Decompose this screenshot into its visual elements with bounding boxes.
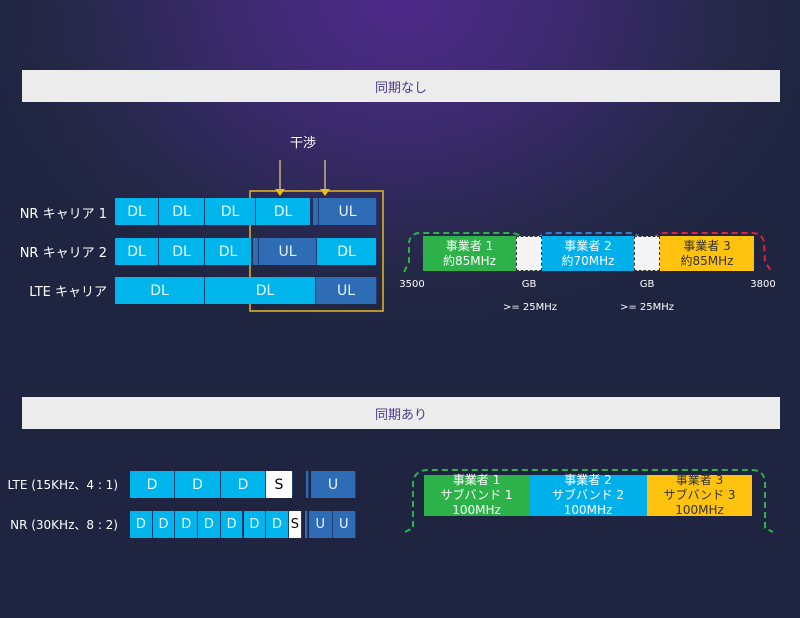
guard-band-1: [516, 236, 542, 271]
slot-ul: UL: [316, 277, 377, 304]
guard-slot: [253, 238, 259, 265]
operator-bandwidth: 約85MHz: [443, 253, 496, 268]
operator-bandwidth: 約85MHz: [680, 253, 734, 268]
slot-d: D: [175, 471, 221, 498]
subband-name: サブバンド 2: [551, 488, 625, 502]
guard-slot: [313, 198, 319, 225]
slot-dl: DL: [205, 238, 252, 265]
slot-u: U: [332, 511, 356, 538]
operator-3-block: 事業者 3 約85MHz: [660, 236, 754, 271]
operator-name: 事業者 2: [564, 473, 612, 487]
operator-name: 事業者 2: [564, 238, 612, 253]
section-header-no-sync: 同期なし: [22, 70, 780, 102]
slot-d: D: [152, 511, 176, 538]
section-header-sync: 同期あり: [22, 397, 780, 429]
slot-dl: DL: [159, 238, 205, 265]
slot-dl: DL: [115, 198, 159, 225]
gb-label-2: GB: [639, 279, 655, 290]
subband-bandwidth: 100MHz: [563, 503, 613, 517]
operator-name: 事業者 1: [452, 473, 501, 487]
operator-bandwidth: 約70MHz: [561, 253, 615, 268]
carrier-label-nr2: NR キャリア 2: [19, 246, 107, 261]
slot-s: S: [288, 511, 302, 538]
slot-s: S: [266, 471, 293, 498]
subband-name: サブバンド 3: [663, 488, 736, 502]
operator-name: 事業者 3: [683, 238, 731, 253]
slot-ul: UL: [259, 238, 317, 265]
sync-label-lte: LTE (15KHz、4 : 1): [7, 478, 118, 492]
subband-3-block: 事業者 3 サブバンド 3 100MHz: [647, 473, 752, 517]
freq-start-label: 3500: [399, 279, 425, 290]
slot-d: D: [220, 511, 244, 538]
sync-label-nr: NR (30KHz、8 : 2): [10, 518, 118, 532]
slot-dl: DL: [205, 198, 256, 225]
slot-d: D: [130, 511, 153, 538]
gb-width-label-2: >= 25MHz: [619, 302, 675, 313]
carrier-label-lte: LTE キャリア: [29, 285, 107, 300]
operator-1-block: 事業者 1 約85MHz: [423, 236, 516, 271]
operator-1-outline: [403, 232, 527, 273]
slot-dl: DL: [115, 277, 205, 304]
carrier-label-nr1: NR キャリア 1: [19, 207, 107, 222]
subband-bandwidth: 100MHz: [452, 503, 501, 517]
slot-d: D: [175, 511, 199, 538]
subband-bandwidth: 100MHz: [675, 503, 724, 517]
slot-u: U: [309, 511, 333, 538]
slot-dl: DL: [317, 238, 377, 265]
slot-u: U: [311, 471, 356, 498]
operator-2-block: 事業者 2 約70MHz: [542, 236, 634, 271]
slot-dl: DL: [159, 198, 205, 225]
slot-dl: DL: [256, 198, 311, 225]
slot-dl: DL: [205, 277, 316, 304]
interference-label: 干渉: [290, 136, 317, 151]
operator-name: 事業者 3: [675, 473, 724, 487]
subband-2-block: 事業者 2 サブバンド 2 100MHz: [529, 473, 647, 517]
slot-ul: UL: [319, 198, 377, 225]
slot-d: D: [243, 511, 267, 538]
guard-slot: [305, 511, 308, 538]
gb-label-1: GB: [521, 279, 537, 290]
slot-dl: DL: [115, 238, 159, 265]
subband-name: サブバンド 1: [440, 488, 513, 502]
subband-1-block: 事業者 1 サブバンド 1 100MHz: [424, 473, 529, 517]
operator-name: 事業者 1: [445, 238, 494, 253]
slot-d: D: [266, 511, 289, 538]
freq-end-label: 3800: [750, 279, 776, 290]
slot-d: D: [221, 471, 266, 498]
slot-d: D: [130, 471, 175, 498]
guard-slot: [306, 471, 309, 498]
slot-d: D: [198, 511, 221, 538]
guard-band-2: [634, 236, 660, 271]
gb-width-label-1: >= 25MHz: [502, 302, 558, 313]
